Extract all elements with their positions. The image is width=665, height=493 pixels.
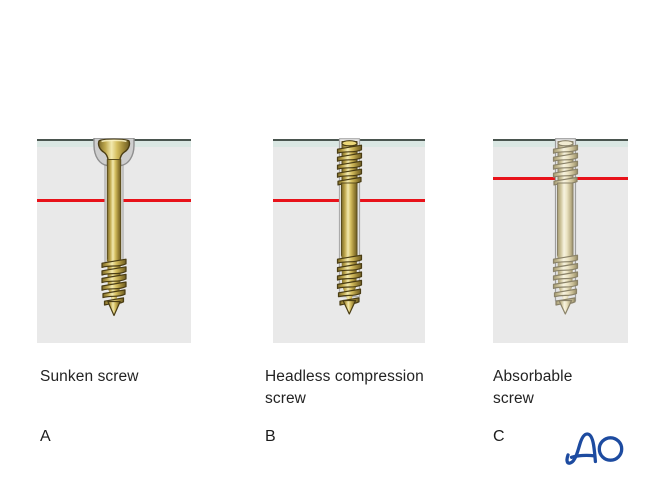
screw-shank: [557, 182, 574, 257]
screw-shank: [341, 182, 358, 257]
screw-tip: [558, 299, 573, 315]
sunken-screw-illustration: [93, 138, 135, 317]
screw-threads: [336, 254, 363, 315]
screw-head: [97, 138, 131, 162]
headless-compression-screw-illustration: [336, 138, 363, 315]
panel-a-letter: A: [40, 428, 51, 445]
panel-b-caption: Headless compression screw: [265, 368, 424, 407]
screw-top: [341, 140, 358, 147]
absorbable-screw-illustration: [552, 138, 579, 315]
ao-logo-letter-a-bar: [569, 453, 597, 459]
panel-a-caption: Sunken screw: [40, 368, 139, 385]
screw-threads: [552, 254, 579, 315]
screw-tip: [107, 300, 121, 317]
panel-b-letter: B: [265, 428, 276, 445]
panel-c-letter: C: [493, 428, 505, 445]
ao-logo: [565, 432, 624, 465]
screw-shank: [106, 159, 122, 261]
screw-top: [557, 140, 574, 147]
screw-tip: [342, 299, 357, 315]
ao-logo-letter-o: [597, 436, 624, 462]
screw-threads: [101, 258, 127, 317]
ao-logo-letter-a: [565, 432, 598, 465]
panel-c-caption: Absorbable screw: [493, 368, 573, 407]
